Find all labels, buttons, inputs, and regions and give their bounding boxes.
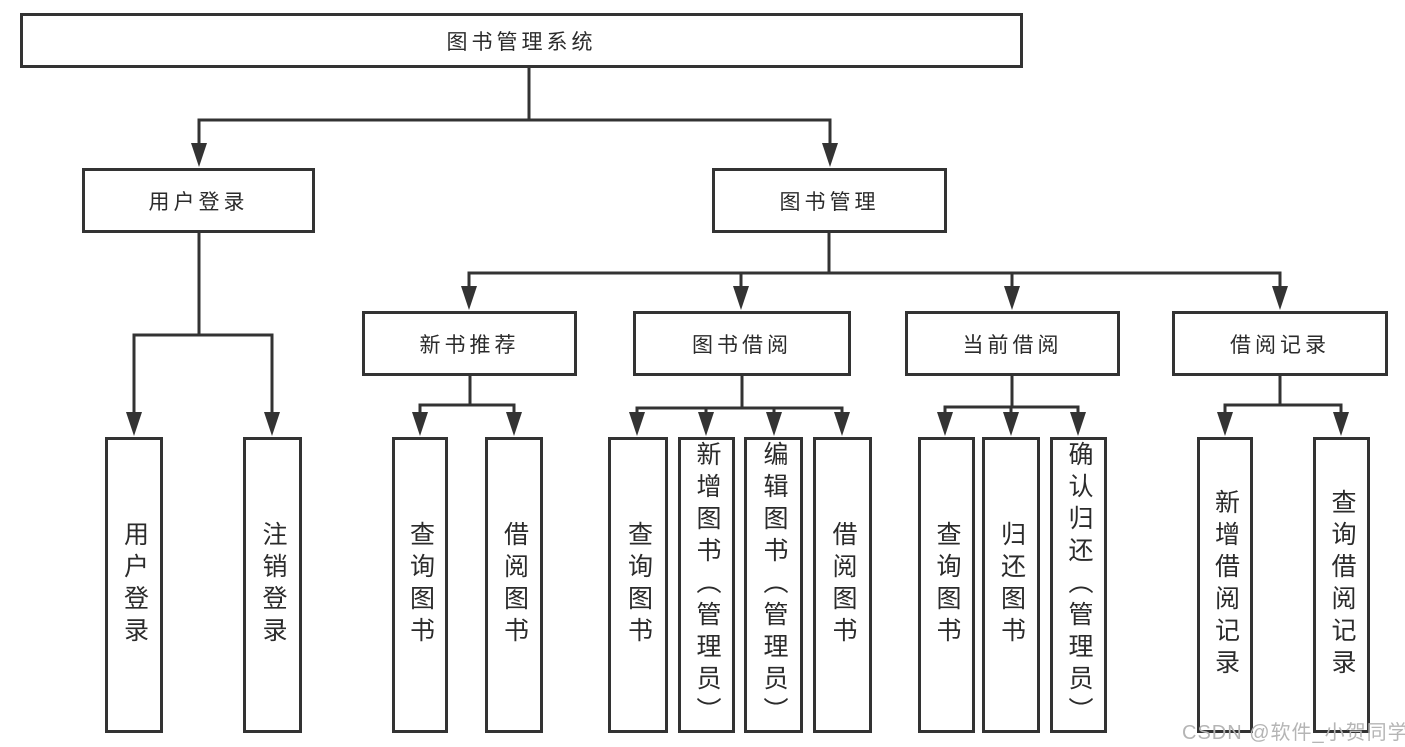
leaf-borrowing-add-books-label: 新增图书（管理员） xyxy=(693,441,721,729)
leaf-logout-label: 注销登录 xyxy=(259,521,287,649)
leaf-current-query-books: 查询图书 xyxy=(918,437,975,733)
node-new-book-recommend-label: 新书推荐 xyxy=(419,333,520,357)
leaf-records-add-record: 新增借阅记录 xyxy=(1197,437,1253,733)
leaf-user-login-label: 用户登录 xyxy=(120,521,149,649)
leaf-current-confirm-return-label: 确认归还（管理员） xyxy=(1065,441,1093,729)
node-borrowing-records-label: 借阅记录 xyxy=(1230,333,1330,357)
leaf-records-query-record: 查询借阅记录 xyxy=(1313,437,1370,733)
leaf-records-add-record-label: 新增借阅记录 xyxy=(1211,489,1240,681)
leaf-recommend-borrow-books: 借阅图书 xyxy=(485,437,543,733)
connector-recommend-to-leaves xyxy=(412,376,522,436)
node-book-management-label: 图书管理 xyxy=(779,190,880,214)
leaf-recommend-borrow-books-label: 借阅图书 xyxy=(500,521,529,649)
connector-root-to-level2 xyxy=(191,68,838,167)
leaf-logout: 注销登录 xyxy=(243,437,302,733)
connector-bookmgmt-to-level3 xyxy=(461,233,1288,310)
leaf-current-confirm-return: 确认归还（管理员） xyxy=(1050,437,1107,733)
connector-userlogin-to-leaves xyxy=(126,233,280,436)
node-book-borrowing: 图书借阅 xyxy=(633,311,851,376)
leaf-current-query-books-label: 查询图书 xyxy=(933,521,961,649)
leaf-current-return-books: 归还图书 xyxy=(982,437,1040,733)
node-user-login-label: 用户登录 xyxy=(148,190,249,214)
leaf-current-return-books-label: 归还图书 xyxy=(997,521,1026,649)
node-book-management: 图书管理 xyxy=(712,168,947,233)
leaf-borrowing-query-books: 查询图书 xyxy=(608,437,668,733)
csdn-watermark: CSDN @软件_小贺同学 xyxy=(1182,722,1405,744)
connector-borrowing-to-leaves xyxy=(629,376,850,436)
leaf-borrowing-borrow-books: 借阅图书 xyxy=(813,437,872,733)
node-current-borrowing: 当前借阅 xyxy=(905,311,1120,376)
leaf-records-query-record-label: 查询借阅记录 xyxy=(1328,489,1356,681)
node-borrowing-records: 借阅记录 xyxy=(1172,311,1388,376)
connector-records-to-leaves xyxy=(1217,376,1349,436)
leaf-user-login: 用户登录 xyxy=(105,437,163,733)
node-library-system-label: 图书管理系统 xyxy=(446,30,597,54)
leaf-borrowing-query-books-label: 查询图书 xyxy=(624,521,653,649)
leaf-recommend-query-books: 查询图书 xyxy=(392,437,448,733)
leaf-recommend-query-books-label: 查询图书 xyxy=(406,521,435,649)
leaf-borrowing-borrow-books-label: 借阅图书 xyxy=(829,521,857,649)
node-current-borrowing-label: 当前借阅 xyxy=(962,333,1063,357)
leaf-borrowing-edit-books-label: 编辑图书（管理员） xyxy=(760,441,788,729)
connector-current-to-leaves xyxy=(937,376,1086,436)
leaf-borrowing-add-books: 新增图书（管理员） xyxy=(678,437,735,733)
node-new-book-recommend: 新书推荐 xyxy=(362,311,577,376)
node-library-system: 图书管理系统 xyxy=(20,13,1023,68)
node-user-login: 用户登录 xyxy=(82,168,315,233)
leaf-borrowing-edit-books: 编辑图书（管理员） xyxy=(744,437,803,733)
node-book-borrowing-label: 图书借阅 xyxy=(692,333,792,357)
